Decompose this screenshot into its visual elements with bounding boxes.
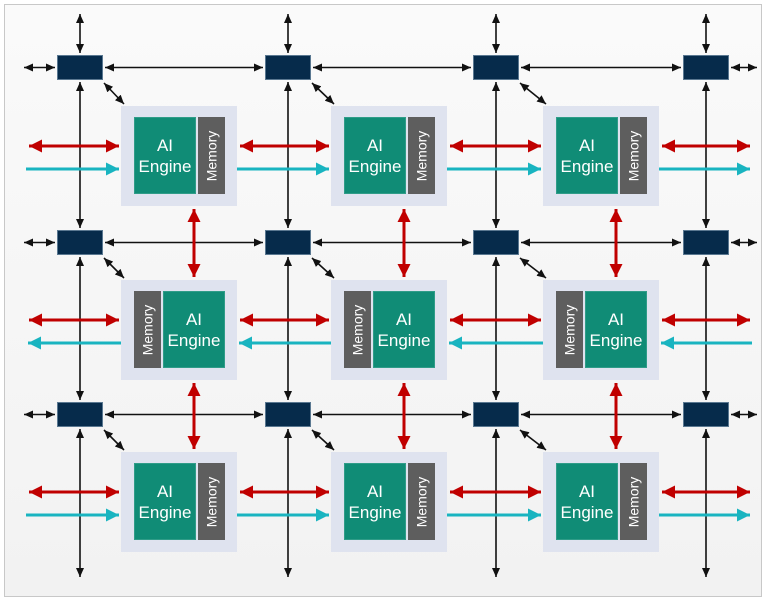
- interconnect-switch: [57, 230, 103, 255]
- engine-label-line1: AI: [366, 481, 384, 501]
- interconnect-switch: [683, 230, 729, 255]
- memory-label: Memory: [625, 130, 642, 181]
- memory-block: Memory: [620, 463, 647, 540]
- tile-switch-arrow: [103, 429, 125, 451]
- memory-block: Memory: [408, 463, 435, 540]
- engine-label-line1: AI: [366, 135, 384, 155]
- engine-label-line1: AI: [156, 135, 174, 155]
- tile-switch-arrow: [519, 257, 547, 279]
- interconnect-switch: [57, 55, 103, 80]
- interconnect-switch: [683, 402, 729, 427]
- memory-block: Memory: [134, 291, 161, 368]
- memory-block: Memory: [198, 117, 225, 194]
- tile-switch-arrow: [103, 257, 125, 279]
- engine-label-line2: Engine: [560, 502, 614, 522]
- memory-label: Memory: [203, 130, 220, 181]
- engine-label-line1: AI: [156, 481, 174, 501]
- memory-label: Memory: [413, 476, 430, 527]
- memory-label: Memory: [561, 304, 578, 355]
- engine-label-line1: AI: [578, 135, 596, 155]
- tile-switch-arrow: [311, 429, 335, 451]
- memory-label: Memory: [625, 476, 642, 527]
- memory-block: Memory: [344, 291, 371, 368]
- interconnect-switch: [683, 55, 729, 80]
- engine-label-line2: Engine: [348, 156, 402, 176]
- engine-label-line1: AI: [395, 309, 413, 329]
- engine-label-line2: Engine: [138, 156, 192, 176]
- engine-label-line1: AI: [185, 309, 203, 329]
- tile-switch-arrow: [519, 429, 547, 451]
- memory-block: Memory: [556, 291, 583, 368]
- interconnect-switch: [57, 402, 103, 427]
- memory-label: Memory: [349, 304, 366, 355]
- engine-label-line2: Engine: [167, 330, 221, 350]
- engine-label-line2: Engine: [377, 330, 431, 350]
- engine-label-line2: Engine: [589, 330, 643, 350]
- engine-label-line1: AI: [578, 481, 596, 501]
- interconnect-switch: [265, 55, 311, 80]
- memory-label: Memory: [413, 130, 430, 181]
- interconnect-switch: [473, 55, 519, 80]
- interconnect-switch: [473, 402, 519, 427]
- engine-label-line2: Engine: [560, 156, 614, 176]
- engine-label-line2: Engine: [348, 502, 402, 522]
- engine-label-line1: AI: [607, 309, 625, 329]
- tile-switch-arrow: [311, 257, 335, 279]
- memory-block: Memory: [408, 117, 435, 194]
- tile-switch-arrow: [311, 82, 335, 105]
- memory-label: Memory: [203, 476, 220, 527]
- tile-switch-arrow: [519, 82, 547, 105]
- interconnect-switch: [473, 230, 519, 255]
- interconnect-switch: [265, 230, 311, 255]
- interconnect-switch: [265, 402, 311, 427]
- memory-block: Memory: [620, 117, 647, 194]
- engine-label-line2: Engine: [138, 502, 192, 522]
- memory-block: Memory: [198, 463, 225, 540]
- tile-switch-arrow: [103, 82, 125, 105]
- memory-label: Memory: [139, 304, 156, 355]
